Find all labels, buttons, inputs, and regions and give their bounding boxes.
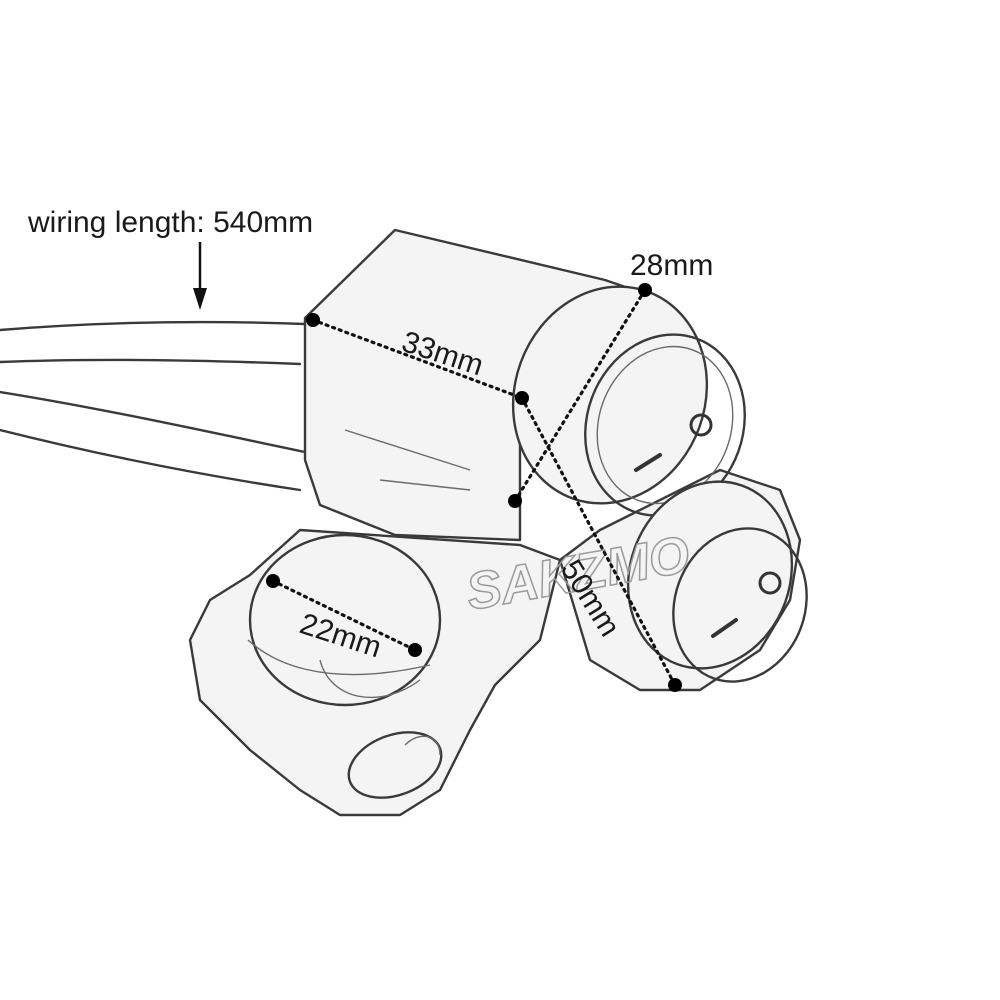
wiring-arrow — [193, 242, 207, 310]
dim-line-50mm — [520, 396, 677, 687]
dim-line-28mm — [513, 288, 647, 503]
wiring-length-label: wiring length: 540mm — [27, 206, 313, 239]
dim-label-28mm: 28mm — [630, 249, 713, 282]
dim-line-22mm — [271, 579, 417, 652]
rocker-switch-bottom — [626, 480, 808, 683]
dim-dot — [508, 494, 522, 508]
dimension-lines — [266, 283, 682, 692]
dim-dot — [515, 391, 529, 405]
wiring-cables — [0, 320, 307, 492]
dim-dot — [638, 283, 652, 297]
dim-dot — [668, 678, 682, 692]
dim-line-33mm — [311, 318, 524, 400]
switch-symbols — [634, 413, 782, 638]
dim-dot — [306, 313, 320, 327]
on-symbol-top — [634, 453, 662, 472]
off-symbol-top — [689, 413, 713, 437]
off-symbol-bottom — [758, 571, 782, 595]
on-symbol-bottom — [711, 618, 738, 638]
dim-dot — [266, 574, 280, 588]
dim-dot — [408, 643, 422, 657]
